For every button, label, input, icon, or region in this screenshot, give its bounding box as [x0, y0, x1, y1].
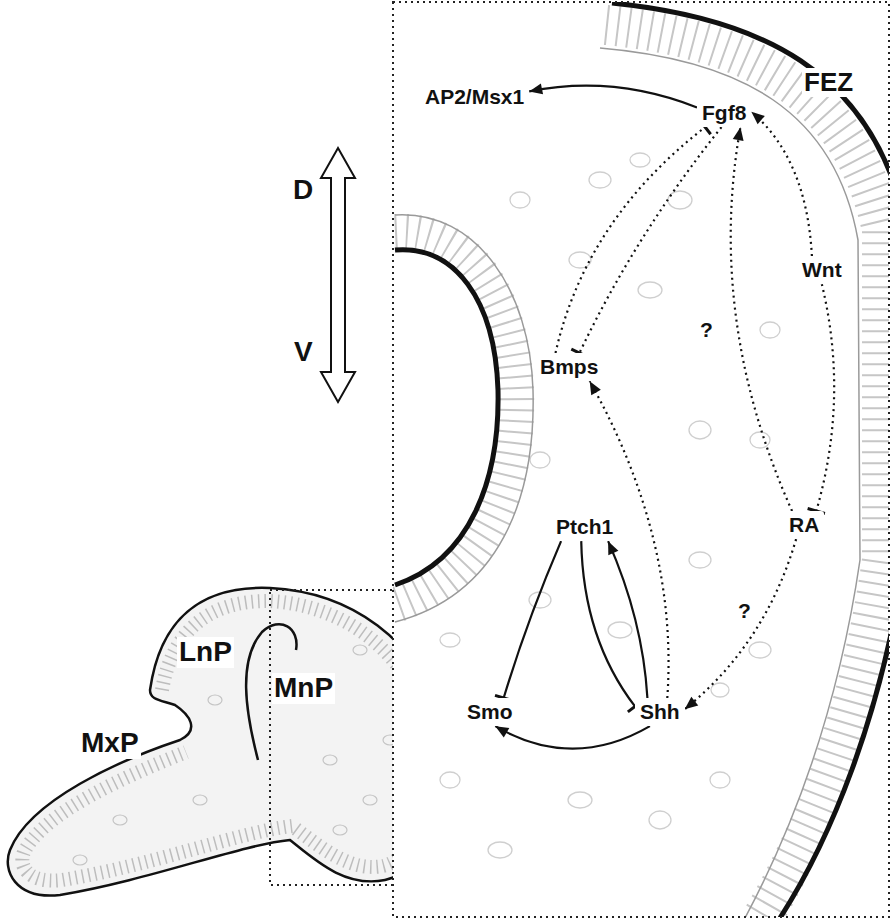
axis-arrow — [321, 148, 355, 402]
inhibition-connector — [808, 284, 835, 513]
axis-label: V — [292, 337, 315, 368]
inhibition-connector — [581, 541, 642, 712]
prominence-inset — [8, 588, 445, 896]
activation-connector — [529, 83, 697, 107]
gene-node: Bmps — [535, 353, 603, 381]
connector-line — [495, 726, 650, 749]
connector-line — [556, 127, 706, 353]
gene-name: Wnt — [802, 258, 842, 281]
zoom-frame — [393, 2, 889, 917]
activation-connector — [731, 127, 792, 511]
gene-name: Bmps — [540, 355, 598, 378]
prominence-label: MnP — [272, 673, 335, 704]
arrow-head — [529, 83, 543, 94]
edge-label: ? — [698, 318, 715, 341]
gene-name: Ptch1 — [556, 515, 613, 538]
gene-name: Shh — [640, 700, 680, 723]
gene-node: AP2/Msx1 — [420, 83, 529, 111]
zoom-tissue — [393, 2, 889, 917]
gene-node: Smo — [462, 698, 518, 726]
activation-connector — [751, 112, 812, 256]
arrow-head — [590, 381, 601, 395]
axis-label: D — [291, 175, 315, 206]
connector-line — [581, 541, 635, 706]
connector-line — [731, 127, 792, 511]
region-label: FEZ — [802, 68, 855, 97]
arrow-head — [733, 127, 744, 141]
gene-name: AP2/Msx1 — [425, 85, 524, 108]
inhibition-connector — [571, 127, 721, 357]
prominence-label: MxP — [79, 728, 141, 759]
connector-line — [685, 539, 796, 709]
gene-node: Shh — [635, 698, 685, 726]
inhibition-connector — [495, 541, 561, 700]
edge-label: ? — [736, 599, 753, 622]
activation-connector — [495, 726, 650, 749]
gene-node: Wnt — [797, 256, 847, 284]
gene-name: Fgf8 — [702, 101, 746, 124]
arrow-head — [495, 726, 509, 737]
gene-name: Smo — [467, 700, 513, 723]
gene-node: Ptch1 — [551, 513, 618, 541]
activation-connector — [685, 539, 796, 709]
arrow-head — [608, 541, 618, 555]
gene-name: RA — [789, 513, 819, 536]
arrow-head — [685, 697, 699, 709]
connector-line — [504, 541, 561, 698]
connector-line — [579, 127, 721, 353]
gene-node: Fgf8 — [697, 99, 751, 127]
connector-line — [751, 112, 812, 256]
connector-line — [816, 284, 834, 511]
arrow-head — [751, 112, 764, 125]
prominence-label: LnP — [177, 637, 234, 668]
connector-line — [529, 86, 697, 108]
inhibition-connector — [556, 120, 711, 353]
gene-node: RA — [784, 511, 824, 539]
